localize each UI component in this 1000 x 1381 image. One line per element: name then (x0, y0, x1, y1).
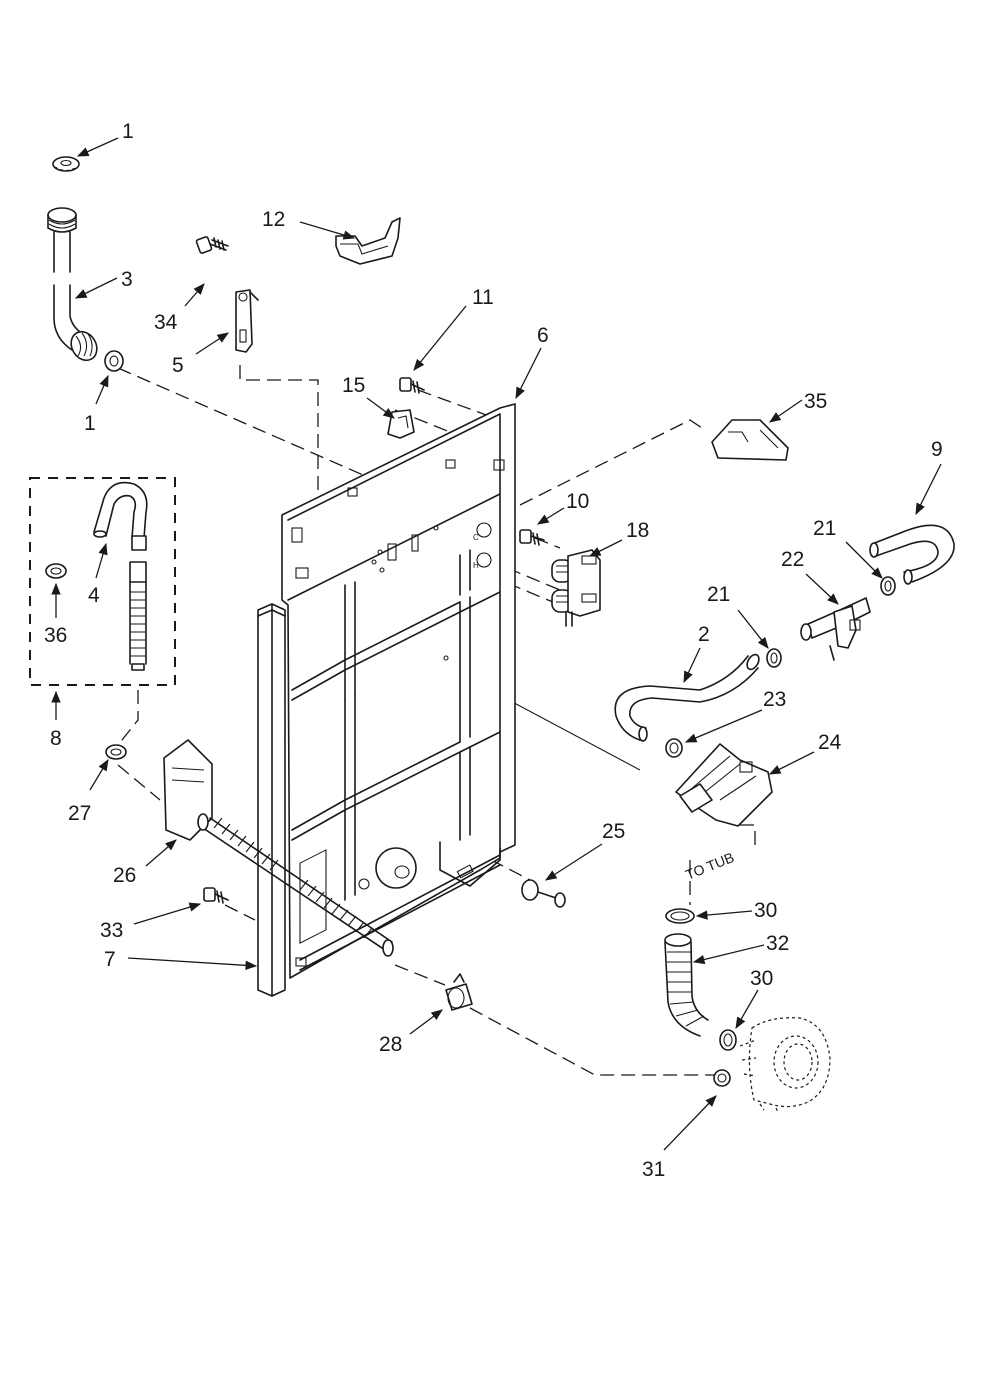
callout-15: 15 (342, 374, 365, 397)
part-22-connector (800, 597, 871, 661)
part-26-drain-hose (163, 739, 394, 957)
part-4-hose (93, 481, 148, 551)
callout-30-lower: 30 (750, 967, 773, 990)
callout-30-upper: 30 (754, 899, 777, 922)
part-6-rear-panel: C H (281, 403, 516, 979)
callout-32: 32 (766, 932, 789, 955)
part-32-drain-hose (664, 933, 709, 1037)
part-28-clamp (445, 973, 473, 1011)
part-3-inlet-hose (47, 207, 98, 362)
part-30-clamp-lower (719, 1029, 737, 1051)
callout-5: 5 (172, 354, 184, 377)
callout-8: 8 (50, 727, 62, 750)
callout-6: 6 (537, 324, 549, 347)
callout-18: 18 (626, 519, 649, 542)
callout-labels: 1 3 1 12 34 5 11 15 6 35 9 10 18 21 22 2… (44, 120, 943, 1181)
callout-12: 12 (262, 208, 285, 231)
part-11-screw (399, 377, 425, 394)
callout-21-upper: 21 (813, 517, 836, 540)
part-21-clamp-upper (880, 576, 896, 596)
callout-3: 3 (121, 268, 133, 291)
part-1-washer-top (52, 156, 80, 172)
callout-1-lower: 1 (84, 412, 96, 435)
callout-25: 25 (602, 820, 625, 843)
part-35-bracket (711, 419, 789, 461)
part-12-bracket (335, 217, 401, 265)
part-24-fill-funnel (675, 743, 773, 827)
callout-22: 22 (781, 548, 804, 571)
cold-label: C (473, 533, 479, 542)
leader-arrows (51, 137, 942, 1151)
callout-1-top: 1 (122, 120, 134, 143)
callout-11: 11 (472, 286, 494, 309)
callout-23: 23 (763, 688, 786, 711)
callout-35: 35 (804, 390, 827, 413)
part-21-clamp-lower (766, 648, 782, 668)
part-27-clamp (105, 744, 127, 760)
part-9-hose (869, 524, 955, 585)
part-2-fill-hose (614, 653, 760, 742)
callout-9: 9 (931, 438, 943, 461)
kit-8-outline (29, 477, 176, 686)
part-33-screw (203, 887, 229, 904)
part-1-washer-lower (104, 350, 124, 372)
part-5-clip (235, 289, 259, 353)
part-15-clip (387, 409, 415, 439)
part-7-side-rail (257, 603, 286, 997)
callout-24: 24 (818, 731, 842, 754)
part-34-screw (195, 236, 229, 254)
callout-4: 4 (88, 584, 100, 607)
callout-7: 7 (104, 948, 116, 971)
callout-2: 2 (698, 623, 710, 646)
to-tub-label: TO TUB (683, 849, 736, 883)
part-36-clamp (45, 563, 67, 579)
callout-21-lower: 21 (707, 583, 730, 606)
callout-27: 27 (68, 802, 91, 825)
part-30-clamp-upper (665, 908, 695, 924)
callout-26: 26 (113, 864, 136, 887)
callout-34: 34 (154, 311, 178, 334)
callout-10: 10 (566, 490, 589, 513)
part-8-kit-hose (129, 561, 147, 671)
part-25-plug (521, 879, 566, 908)
callout-31: 31 (642, 1158, 665, 1181)
callout-36: 36 (44, 624, 67, 647)
part-10-screw (519, 529, 545, 546)
part-31-clamp (713, 1069, 731, 1087)
callout-33: 33 (100, 919, 123, 942)
pump-reference-outline (739, 1017, 831, 1113)
part-23-clamp (665, 738, 683, 758)
callout-28: 28 (379, 1033, 402, 1056)
part-18-water-valve (551, 549, 601, 627)
hot-label: H (473, 561, 479, 570)
